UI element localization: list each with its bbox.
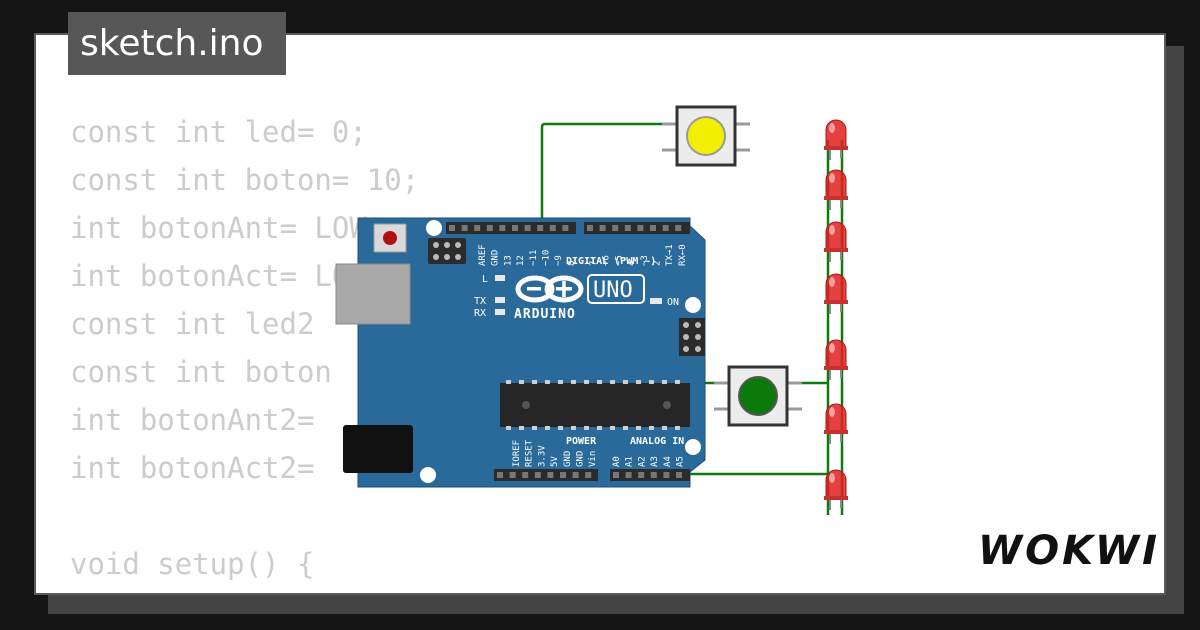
pin-label: GND bbox=[576, 451, 586, 467]
led-column bbox=[824, 119, 848, 510]
pin-label: A1 bbox=[625, 456, 635, 467]
pin-label: A4 bbox=[663, 456, 673, 467]
code-line: int botonAct2= bbox=[70, 451, 315, 485]
led-red-5[interactable] bbox=[824, 339, 848, 380]
pin-label: 4 bbox=[627, 261, 637, 266]
tx-label: TX bbox=[474, 296, 486, 307]
pin-label: Vin bbox=[588, 451, 598, 467]
mount-hole bbox=[685, 297, 701, 313]
pin-label: GND bbox=[491, 250, 501, 266]
pin-label: A0 bbox=[612, 456, 622, 467]
pin-label: 2 bbox=[653, 261, 663, 266]
code-line: const int boton= 10; bbox=[70, 163, 420, 197]
pushbutton-yellow[interactable] bbox=[662, 105, 750, 167]
pin-label: 8 bbox=[567, 261, 577, 266]
button-cap-green bbox=[738, 376, 778, 416]
pin-label: 12 bbox=[516, 255, 526, 266]
pin-label: ~6 bbox=[602, 255, 612, 266]
led-red-6[interactable] bbox=[824, 403, 848, 444]
led-red-3[interactable] bbox=[824, 221, 848, 262]
power-jack bbox=[343, 425, 413, 473]
pin-label: ~10 bbox=[542, 250, 552, 266]
pin-label: ~5 bbox=[614, 255, 624, 266]
power-header bbox=[494, 469, 598, 481]
pin-label: A2 bbox=[637, 456, 647, 467]
code-line: void setup() { bbox=[70, 547, 315, 581]
mount-hole bbox=[426, 220, 442, 236]
atmega-chip bbox=[500, 380, 690, 430]
file-tab[interactable]: sketch.ino bbox=[68, 12, 286, 75]
digital-label: DIGITAL (PWM ~) bbox=[566, 256, 656, 267]
pin-label: RX←0 bbox=[678, 244, 688, 266]
rx-label: RX bbox=[474, 308, 486, 319]
code-line: int botonAnt= LOW; bbox=[70, 211, 385, 245]
mount-hole bbox=[420, 467, 436, 483]
board-brand: ARDUINO bbox=[514, 307, 576, 322]
pin-label: A3 bbox=[650, 456, 660, 467]
led-red-4[interactable] bbox=[824, 273, 848, 314]
pin-label: ~11 bbox=[529, 250, 539, 266]
pin-label: ~9 bbox=[554, 255, 564, 266]
pin-label: GND bbox=[563, 451, 573, 467]
arduino-logo-icon bbox=[515, 275, 584, 303]
pin-label: 5V bbox=[550, 456, 560, 467]
pin-label: TX→1 bbox=[665, 244, 675, 266]
code-line: const int led= 0; bbox=[70, 115, 367, 149]
usb-port bbox=[335, 263, 411, 325]
mount-hole bbox=[685, 439, 701, 455]
button-cap-yellow bbox=[686, 116, 726, 156]
icsp-header bbox=[428, 238, 466, 264]
pin-label: ~3 bbox=[640, 255, 650, 266]
file-name: sketch.ino bbox=[80, 23, 264, 64]
pushbutton-green[interactable] bbox=[714, 365, 802, 427]
pin-label: 3.3V bbox=[537, 445, 547, 467]
wire-yellow-button bbox=[540, 122, 706, 228]
led-red-7[interactable] bbox=[824, 469, 848, 510]
reset-button[interactable] bbox=[373, 223, 407, 253]
code-line: const int boton bbox=[70, 355, 332, 389]
pin-label: A5 bbox=[676, 456, 686, 467]
pin-label: AREF bbox=[478, 244, 488, 266]
code-line: const int led2 bbox=[70, 307, 315, 341]
l-label: L bbox=[482, 274, 488, 285]
icsp-header-2 bbox=[679, 318, 705, 356]
analog-label: ANALOG IN bbox=[630, 436, 684, 447]
pin-label: 7 bbox=[589, 261, 599, 266]
pin-label: IOREF bbox=[512, 440, 522, 467]
wokwi-logo: WOKWI bbox=[978, 528, 1161, 574]
pin-label: RESET bbox=[525, 439, 535, 467]
led-red-1[interactable] bbox=[824, 119, 848, 160]
on-label: ON bbox=[667, 297, 679, 308]
led-red-2[interactable] bbox=[824, 169, 848, 210]
code-line: int botonAnt2= bbox=[70, 403, 315, 437]
board-model: UNO bbox=[593, 278, 633, 303]
pin-label: 13 bbox=[503, 255, 513, 266]
code-editor[interactable]: const int led= 0; const int boton= 10; int… bbox=[70, 108, 472, 593]
power-label: POWER bbox=[566, 436, 597, 447]
